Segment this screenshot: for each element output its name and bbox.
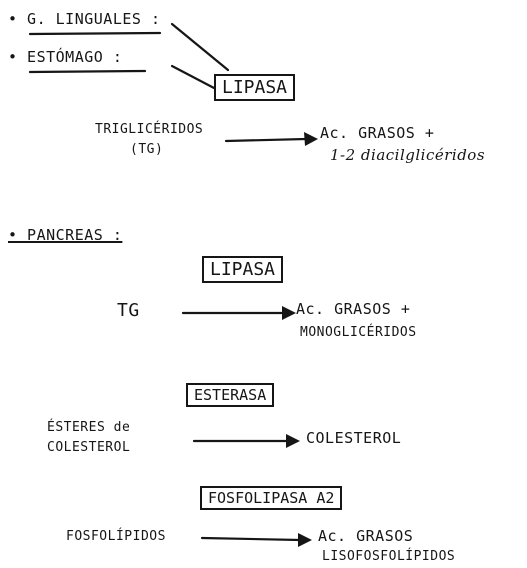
item-estomago: • ESTÓMAGO : (8, 48, 123, 66)
connector-glinguales-lipasa (170, 22, 230, 72)
underline-glinguales (28, 31, 162, 36)
item-glinguales: • G. LINGUALES : (8, 10, 161, 28)
enzyme-box-lipasa-1: LIPASA (214, 74, 296, 101)
connector-estomago-lipasa (170, 64, 216, 90)
product-lisofosfolipidos: LISOFOSFOLÍPIDOS (322, 549, 456, 564)
product-colesterol: COLESTEROL (306, 429, 402, 447)
arrow-line-1 (224, 137, 308, 143)
arrow-head-2 (282, 306, 296, 320)
reactant-esteres: ÉSTERES de (47, 420, 131, 435)
reactant-tg-abbr: (TG) (130, 142, 164, 157)
arrow-head-4 (298, 533, 312, 547)
product-acgrasos-3: Ac. GRASOS (318, 527, 414, 545)
reactant-tg: TG (117, 300, 140, 321)
heading-pancreas: • PANCREAS : (8, 226, 123, 244)
enzyme-box-esterasa: ESTERASA (186, 383, 275, 407)
product-acgrasos-1: Ac. GRASOS + (320, 124, 435, 142)
reactant-fosfolipidos: FOSFOLÍPIDOS (66, 529, 166, 544)
arrow-head-1 (304, 132, 318, 146)
product-diacilgliceridos: 1-2 diacilglicéridos (330, 146, 486, 164)
reactant-trigliceridos: TRIGLICÉRIDOS (95, 122, 204, 137)
enzyme-box-fosfolipasa: FOSFOLIPASA A2 (200, 486, 343, 510)
enzyme-box-lipasa-2: LIPASA (202, 256, 284, 283)
underline-estomago (28, 69, 147, 74)
product-monogliceridos: MONOGLICÉRIDOS (300, 325, 417, 340)
arrow-line-4 (200, 536, 302, 542)
reactant-colesterol-esters: COLESTEROL (47, 440, 131, 455)
product-acgrasos-2: Ac. GRASOS + (296, 300, 411, 318)
arrow-head-3 (286, 434, 300, 448)
